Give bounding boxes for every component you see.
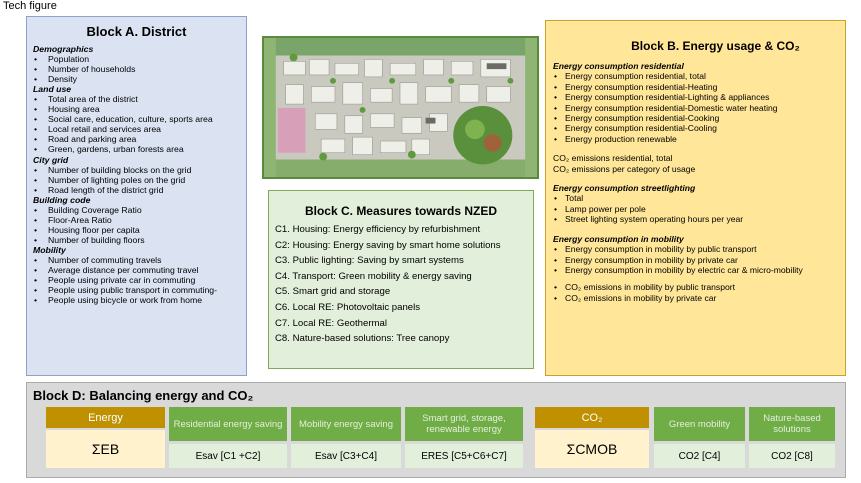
top-caption: Tech figure	[3, 0, 57, 12]
co2-header: CO₂	[535, 407, 649, 428]
list-item: C5. Smart grid and storage	[275, 286, 391, 298]
list-item: Street lighting system operating hours p…	[553, 214, 845, 225]
list-item: Green, gardens, urban forests area	[33, 144, 246, 154]
list-item: C4. Transport: Green mobility & energy s…	[275, 270, 472, 282]
list-item: Population	[33, 54, 246, 64]
list-item: Road length of the district grid	[33, 185, 246, 195]
block-a-section-heading: Building code	[33, 194, 91, 205]
list-item: Lamp power per pole	[553, 204, 845, 215]
list-item: Number of households	[33, 64, 246, 74]
co2-per-category: CO₂ emissions per category of usage	[553, 163, 696, 174]
list-item: C6. Local RE: Photovoltaic panels	[275, 301, 421, 313]
list-item: Total area of the district	[33, 94, 246, 104]
list-item: C1. Housing: Energy efficiency by refurb…	[275, 224, 481, 235]
list-item: People using public transport in commuti…	[33, 285, 246, 295]
residential-heading: Energy consumption residential	[553, 61, 684, 71]
list-item: Energy production renewable	[553, 134, 845, 145]
block-a-title: Block A. District	[86, 24, 187, 39]
list-item: Total	[553, 193, 845, 204]
green-mobility-value: CO2 [C4]	[654, 444, 745, 468]
block-d-balancing: Block D: Balancing energy and CO₂ Energy…	[26, 382, 846, 478]
nature-based-value: CO2 [C8]	[749, 444, 835, 468]
measures-list: C1. Housing: Energy efficiency by refurb…	[269, 222, 533, 347]
list-item: Average distance per commuting travel	[33, 265, 246, 275]
list-item: Energy consumption residential-Cooling	[553, 123, 845, 134]
list-item: C3. Public lighting: Saving by smart sys…	[275, 255, 464, 267]
list-item: C2: Housing: Energy saving by smart home…	[275, 239, 501, 251]
smart-grid-header: Smart grid, storage, renewable energy	[405, 407, 523, 441]
district-map-image	[262, 36, 539, 179]
list-item: Density	[33, 74, 246, 84]
list-item: Social care, education, culture, sports …	[33, 114, 246, 124]
list-item: Energy consumption residential-Cooking	[553, 113, 845, 124]
list-item: Energy consumption residential-Lighting …	[553, 92, 845, 103]
block-a-section-heading: Mobility	[33, 244, 66, 255]
streetlighting-heading: Energy consumption streetlighting	[553, 183, 696, 194]
energy-symbol: ΣEB	[46, 430, 165, 468]
mobility-heading: Energy consumption in mobility	[553, 233, 684, 244]
residential-list: Energy consumption residential, totalEne…	[553, 71, 845, 144]
district-plan-illustration	[264, 38, 537, 177]
block-c-measures: Block C. Measures towards NZED C1. Housi…	[268, 190, 534, 369]
block-b-energy-usage: Block B. Energy usage & CO₂ Energy consu…	[545, 20, 846, 376]
mobility-co2-list: CO₂ emissions in mobility by public tran…	[553, 282, 845, 303]
list-item: Number of lighting poles on the grid	[33, 175, 246, 185]
block-b-body: Energy consumption residential Energy co…	[546, 61, 845, 304]
list-item: Number of building floors	[33, 235, 246, 245]
residential-energy-saving-value: Esav [C1 +C2]	[169, 444, 287, 468]
energy-header: Energy	[46, 407, 165, 428]
block-a-section-list: Building Coverage RatioFloor-Area RatioH…	[33, 205, 246, 245]
list-item: People using private car in commuting	[33, 275, 246, 285]
list-item: Number of building blocks on the grid	[33, 165, 246, 175]
block-a-section-heading: Land use	[33, 84, 72, 95]
list-item: Road and parking area	[33, 134, 246, 144]
list-item: Local retail and services area	[33, 124, 246, 134]
list-item: Energy consumption in mobility by electr…	[553, 265, 845, 276]
smart-grid-value: ERES [C5+C6+C7]	[405, 444, 523, 468]
co2-symbol: ΣCMOB	[535, 430, 649, 468]
mobility-energy-saving-header: Mobility energy saving	[291, 407, 401, 441]
block-a-section-heading: Demographics	[33, 44, 94, 54]
list-item: C7. Local RE: Geothermal	[275, 317, 387, 329]
block-a-section-heading: City grid	[33, 154, 69, 165]
mobility-energy-saving-value: Esav [C3+C4]	[291, 444, 401, 468]
list-item: Energy consumption in mobility by privat…	[553, 255, 845, 266]
list-item: CO₂ emissions in mobility by public tran…	[553, 282, 845, 293]
list-item: Energy consumption residential, total	[553, 71, 845, 82]
list-item: People using bicycle or work from home	[33, 295, 246, 305]
list-item: Building Coverage Ratio	[33, 205, 246, 215]
co2-residential-total: CO₂ emissions residential, total	[553, 153, 673, 164]
residential-energy-saving-header: Residential energy saving	[169, 407, 287, 441]
list-item: CO₂ emissions in mobility by private car	[553, 293, 845, 304]
block-a-list: DemographicsPopulationNumber of househol…	[27, 44, 246, 305]
green-mobility-header: Green mobility	[654, 407, 745, 441]
block-d-title: Block D: Balancing energy and CO₂	[33, 388, 254, 403]
block-a-section-list: Total area of the districtHousing areaSo…	[33, 94, 246, 154]
list-item: Housing area	[33, 104, 246, 114]
list-item: Floor-Area Ratio	[33, 215, 246, 225]
list-item: Energy consumption in mobility by public…	[553, 244, 845, 255]
list-item: Housing floor per capita	[33, 225, 246, 235]
list-item: Number of commuting travels	[33, 255, 246, 265]
block-a-district: Block A. District DemographicsPopulation…	[26, 16, 247, 376]
list-item: C8. Nature-based solutions: Tree canopy	[275, 333, 450, 345]
streetlighting-list: TotalLamp power per poleStreet lighting …	[553, 193, 845, 225]
list-item: Energy consumption residential-Domestic …	[553, 103, 845, 114]
mobility-list: Energy consumption in mobility by public…	[553, 244, 845, 276]
block-a-section-list: Number of building blocks on the gridNum…	[33, 165, 246, 195]
nature-based-header: Nature-based solutions	[749, 407, 835, 441]
block-a-section-list: Number of commuting travelsAverage dista…	[33, 255, 246, 305]
block-b-title: Block B. Energy usage & CO₂	[631, 39, 800, 53]
list-item: Energy consumption residential-Heating	[553, 82, 845, 93]
block-c-title: Block C. Measures towards NZED	[304, 204, 498, 218]
block-a-section-list: PopulationNumber of householdsDensity	[33, 54, 246, 84]
